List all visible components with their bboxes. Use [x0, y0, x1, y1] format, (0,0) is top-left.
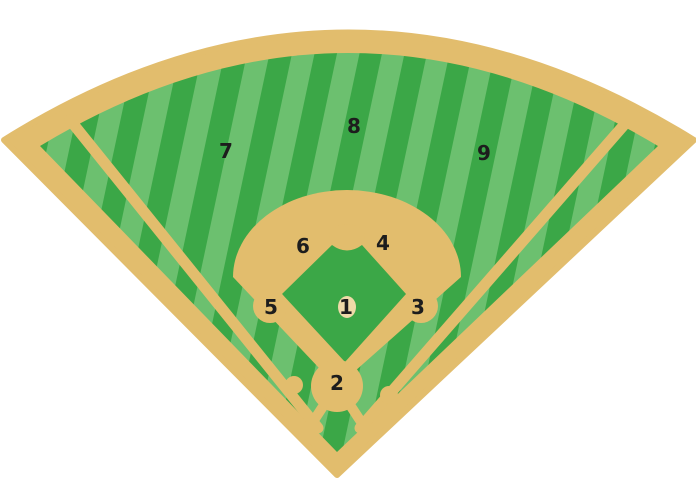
- on-deck-circle-left: [285, 376, 303, 394]
- position-label-left-field: 7: [219, 139, 233, 163]
- position-label-pitcher: 1: [339, 295, 353, 319]
- position-label-catcher: 2: [330, 371, 344, 395]
- position-label-third-base: 5: [264, 295, 278, 319]
- second-base-cutout: [329, 224, 365, 250]
- position-label-right-field: 9: [477, 141, 491, 165]
- position-label-second-base: 4: [376, 231, 390, 255]
- position-label-shortstop: 6: [296, 234, 310, 258]
- on-deck-circle-right: [380, 386, 398, 404]
- position-label-center-field: 8: [347, 114, 361, 138]
- position-label-first-base: 3: [411, 295, 425, 319]
